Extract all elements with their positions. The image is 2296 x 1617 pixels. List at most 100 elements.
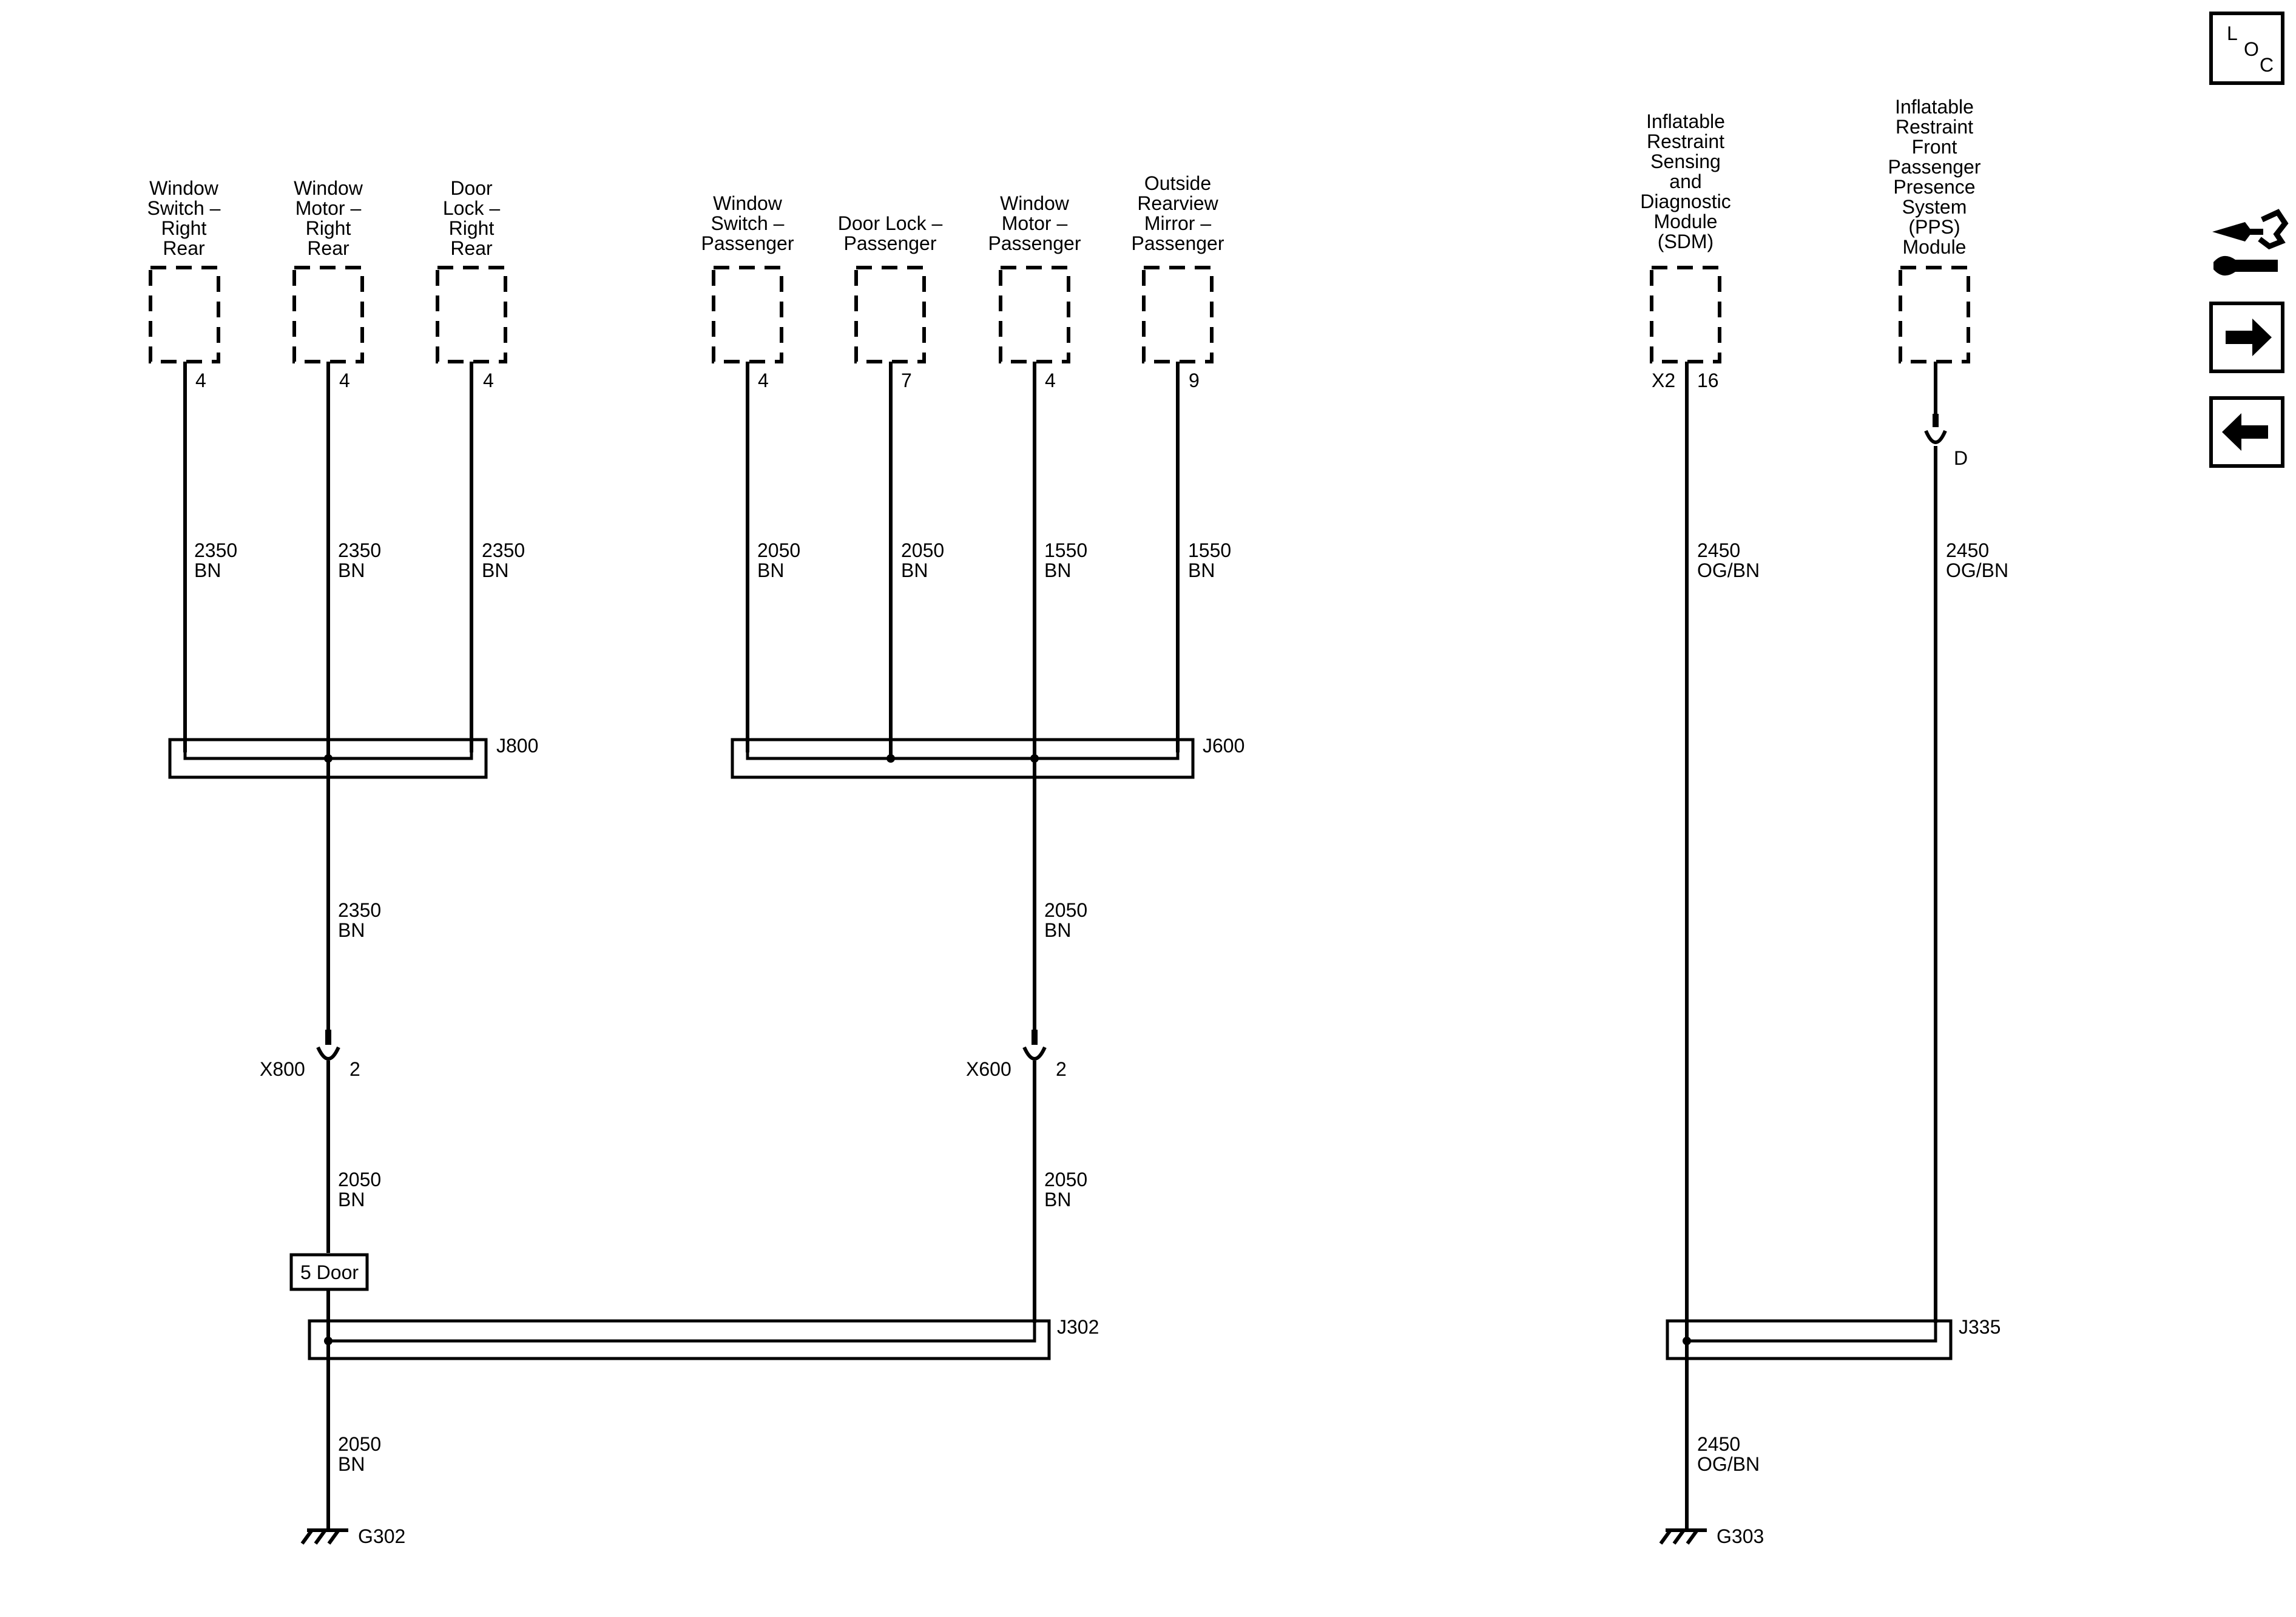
component-box-door-lock-right-rear[interactable] [436, 266, 507, 363]
svg-text:Rear: Rear [450, 237, 493, 259]
component-label-window-motor-passenger: Window Motor – Passenger [988, 192, 1081, 254]
connector-label: X600 [966, 1058, 1011, 1080]
svg-text:Sensing: Sensing [1650, 150, 1721, 172]
svg-text:Passenger: Passenger [701, 232, 794, 254]
svg-text:Mirror –: Mirror – [1144, 212, 1211, 234]
svg-text:Passenger: Passenger [1132, 232, 1224, 254]
wire-color-label: BN [194, 559, 221, 581]
svg-text:Diagnostic: Diagnostic [1640, 191, 1730, 212]
wire-size-label: 1550 [1044, 539, 1087, 561]
wire-color-label: OG/BN [1946, 559, 2008, 581]
wire-color-label: BN [1044, 1189, 1071, 1210]
connector-end-view-icon[interactable] [2212, 209, 2289, 276]
svg-text:Passenger: Passenger [844, 232, 937, 254]
pin-label: 4 [339, 370, 350, 391]
wire-size-label: 2050 [757, 539, 800, 561]
pin-label: D [1954, 447, 1968, 469]
svg-text:Window: Window [149, 177, 219, 199]
wire-size-label: 2350 [338, 899, 381, 921]
splice-label: J335 [1959, 1316, 2001, 1338]
arrow-right-icon[interactable] [2209, 302, 2284, 373]
svg-text:Restraint: Restraint [1647, 130, 1724, 152]
wire-color-label: BN [1044, 919, 1071, 941]
wire-size-label: 2450 [1697, 539, 1740, 561]
splice-j335[interactable] [1666, 1319, 1953, 1360]
svg-text:Inflatable: Inflatable [1895, 96, 1974, 118]
component-label-sdm: Inflatable Restraint Sensing and Diagnos… [1640, 110, 1730, 252]
ground-label: G303 [1717, 1525, 1764, 1547]
option-5-door-box: 5 Door [289, 1253, 369, 1291]
component-label-pps-module: Inflatable Restraint Front Passenger Pre… [1888, 96, 1981, 258]
pin-label: 4 [1045, 370, 1056, 391]
wire-size-label: 2450 [1697, 1433, 1740, 1455]
splice-j302[interactable] [308, 1319, 1051, 1360]
inline-connector-x600[interactable] [1022, 1030, 1047, 1061]
splice-label: J600 [1203, 735, 1244, 757]
wire-color-label: BN [338, 1189, 365, 1210]
wire-size-label: 2050 [338, 1169, 381, 1190]
svg-text:Module: Module [1654, 211, 1718, 232]
svg-text:Motor –: Motor – [1002, 212, 1068, 234]
svg-text:C: C [2260, 54, 2274, 76]
component-label-window-switch-right-rear: Window Switch – Right Rear [147, 177, 221, 259]
component-box-sdm[interactable] [1650, 266, 1721, 363]
connector-label: X800 [260, 1058, 305, 1080]
component-box-door-lock-passenger[interactable] [854, 266, 926, 363]
svg-text:Module: Module [1903, 236, 1967, 258]
svg-text:Restraint: Restraint [1896, 116, 1973, 138]
svg-text:Window: Window [294, 177, 363, 199]
wire-color-label: BN [1188, 559, 1215, 581]
svg-text:O: O [2244, 38, 2259, 60]
wire-color-label: OG/BN [1697, 1453, 1760, 1475]
pin-label: 16 [1697, 370, 1719, 391]
wire-color-label: BN [757, 559, 784, 581]
svg-text:Switch –: Switch – [147, 197, 221, 219]
component-box-window-motor-right-rear[interactable] [292, 266, 364, 363]
svg-text:Inflatable: Inflatable [1646, 110, 1725, 132]
splice-j600[interactable] [731, 738, 1195, 779]
wire-size-label: 2350 [338, 539, 381, 561]
ground-g302[interactable] [300, 1528, 348, 1545]
svg-text:(SDM): (SDM) [1658, 231, 1714, 252]
loc-icon[interactable]: L O C [2209, 12, 2284, 85]
arrow-left-icon[interactable] [2209, 396, 2284, 468]
component-box-window-switch-right-rear[interactable] [149, 266, 220, 363]
svg-text:5 Door: 5 Door [300, 1261, 359, 1283]
svg-text:Switch –: Switch – [711, 212, 785, 234]
component-box-pps-module[interactable] [1899, 266, 1970, 363]
component-box-window-switch-passenger[interactable] [712, 266, 783, 363]
pin-label: 9 [1189, 370, 1200, 391]
pin-label: 2 [349, 1058, 360, 1080]
wire-size-label: 2050 [1044, 899, 1087, 921]
wire-color-label: BN [1044, 559, 1071, 581]
pin-label: 2 [1056, 1058, 1067, 1080]
component-box-outside-rearview-mirror-passenger[interactable] [1142, 266, 1214, 363]
svg-text:Lock –: Lock – [443, 197, 500, 219]
component-label-door-lock-passenger: Door Lock – Passenger [838, 212, 943, 254]
svg-text:Rearview: Rearview [1137, 192, 1218, 214]
inline-connector-d[interactable] [1924, 414, 1947, 444]
svg-text:Window: Window [713, 192, 783, 214]
svg-text:Passenger: Passenger [1888, 156, 1981, 178]
wire-size-label: 2050 [901, 539, 944, 561]
ground-g303[interactable] [1659, 1528, 1707, 1545]
ground-label: G302 [358, 1525, 405, 1547]
pin-label: 7 [901, 370, 912, 391]
wire-color-label: BN [482, 559, 508, 581]
svg-text:Door: Door [450, 177, 493, 199]
svg-text:Door Lock –: Door Lock – [838, 212, 943, 234]
svg-text:L: L [2227, 22, 2238, 44]
pin-label: 4 [195, 370, 206, 391]
component-label-window-motor-right-rear: Window Motor – Right Rear [294, 177, 363, 259]
splice-label: J302 [1057, 1316, 1099, 1338]
svg-text:Right: Right [306, 217, 351, 239]
component-box-window-motor-passenger[interactable] [999, 266, 1070, 363]
wire-color-label: OG/BN [1697, 559, 1760, 581]
connector-label: X2 [1652, 370, 1675, 391]
svg-text:Motor –: Motor – [295, 197, 362, 219]
wire-size-label: 2350 [482, 539, 525, 561]
svg-text:Outside: Outside [1144, 172, 1211, 194]
component-label-door-lock-right-rear: Door Lock – Right Rear [443, 177, 500, 259]
svg-text:Front: Front [1912, 136, 1957, 158]
inline-connector-x800[interactable] [316, 1030, 340, 1061]
